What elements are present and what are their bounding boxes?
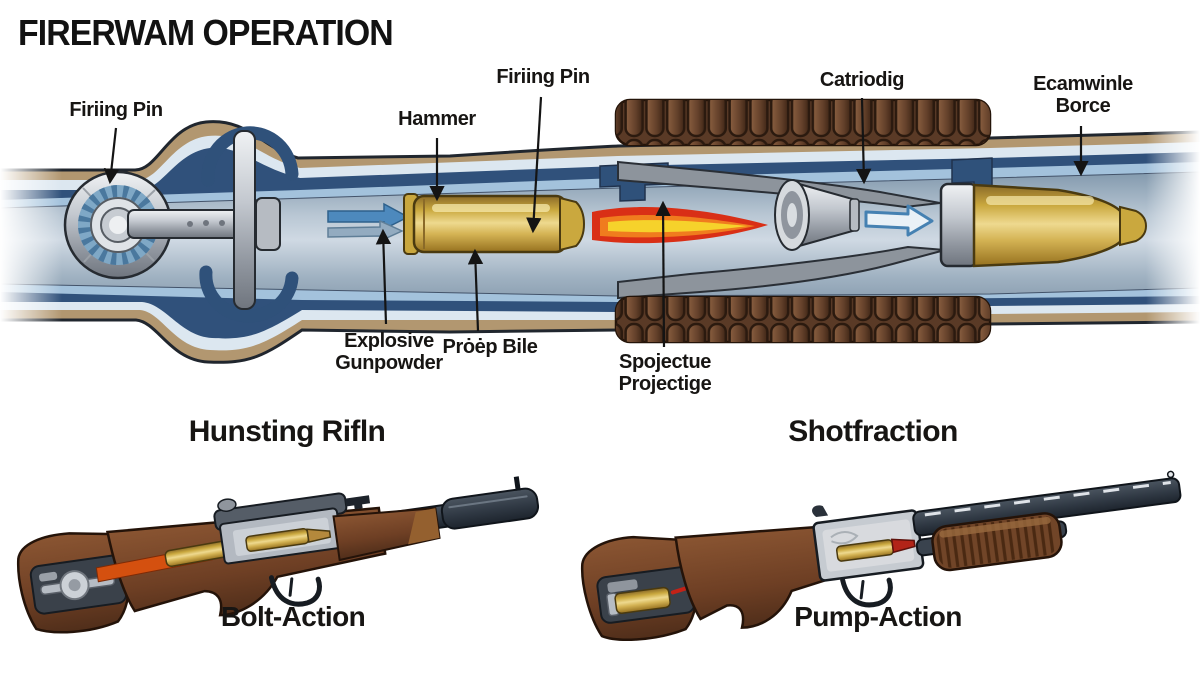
rifle-trigger-guard bbox=[268, 575, 322, 607]
label-expanding-force-line1: Ecamwinle bbox=[1033, 73, 1133, 95]
leader-cartridge bbox=[855, 97, 872, 185]
muzzle-flash bbox=[592, 207, 768, 244]
rifle-forend bbox=[332, 507, 441, 562]
gas-cone bbox=[774, 179, 860, 251]
bolt-action-rifle-illustration bbox=[16, 476, 540, 634]
rifle-caption: Bolt-Action bbox=[220, 601, 366, 632]
shotgun-section-title: Shotfraction bbox=[788, 415, 958, 448]
shotgun-hammer-spur bbox=[812, 505, 829, 518]
page-title: FIRERWAM OPERATION bbox=[18, 12, 394, 53]
label-firing-pin-mid: Firiing Pin bbox=[496, 66, 590, 88]
leader-firing-pin-mid bbox=[526, 96, 543, 234]
label-projectile-line1: Spojectue bbox=[619, 351, 711, 373]
leader-explosive bbox=[375, 228, 392, 325]
t-bar bbox=[233, 130, 256, 310]
leader-projectile bbox=[655, 200, 671, 348]
rifle-rear-sight bbox=[345, 495, 371, 510]
rifle-muzzle bbox=[440, 487, 540, 530]
rifling-coil-bottom bbox=[614, 295, 992, 344]
projectile-bullet bbox=[939, 182, 1148, 268]
cartridge-case bbox=[403, 193, 586, 255]
label-explosive-line2: Gunpowder bbox=[335, 352, 443, 374]
label-expanding-force: Ecamwinle Borce bbox=[1033, 73, 1133, 117]
label-projectile-line2: Projectige bbox=[618, 373, 712, 395]
leader-firing-pin-left bbox=[103, 127, 120, 185]
leader-lines bbox=[103, 96, 1089, 348]
label-propellant: Prȯėp Bile bbox=[442, 336, 538, 358]
rifling-coil-top bbox=[614, 98, 992, 147]
left-fade bbox=[0, 92, 62, 388]
label-explosive-line1: Explosive bbox=[344, 330, 434, 352]
leader-propellant bbox=[467, 248, 484, 332]
shotgun-wrist bbox=[674, 525, 826, 629]
rifle-section-title: Hunsting Rifln bbox=[188, 415, 386, 448]
label-hammer: Hammer bbox=[398, 108, 476, 130]
pump-action-shotgun-illustration bbox=[580, 470, 1182, 641]
cutaway-diagram bbox=[0, 88, 1200, 388]
shotgun-stored-shell bbox=[614, 586, 671, 615]
shotgun-front-sight bbox=[1166, 470, 1175, 479]
rifle-bolt-knob bbox=[217, 498, 237, 512]
label-firing-pin-left: Firiing Pin bbox=[69, 99, 163, 121]
outline-arrow bbox=[864, 204, 934, 237]
throat-flap-top bbox=[617, 160, 941, 209]
shotgun-pump-grip bbox=[931, 512, 1063, 572]
shotgun-trigger-guard bbox=[840, 577, 893, 608]
label-cartridge: Catriodig bbox=[819, 69, 905, 91]
shotgun-caption: Pump-Action bbox=[794, 601, 962, 632]
label-expanding-force-line2: Borce bbox=[1055, 95, 1111, 117]
shotgun-vent-rib bbox=[924, 480, 1171, 517]
right-fade bbox=[1146, 88, 1200, 388]
label-projectile: Spojectue Projectige bbox=[619, 351, 712, 395]
label-explosive-gunpowder: Explosive Gunpowder bbox=[335, 330, 443, 374]
rifle-front-sight bbox=[513, 476, 521, 491]
throat-flap-bottom bbox=[617, 245, 946, 300]
